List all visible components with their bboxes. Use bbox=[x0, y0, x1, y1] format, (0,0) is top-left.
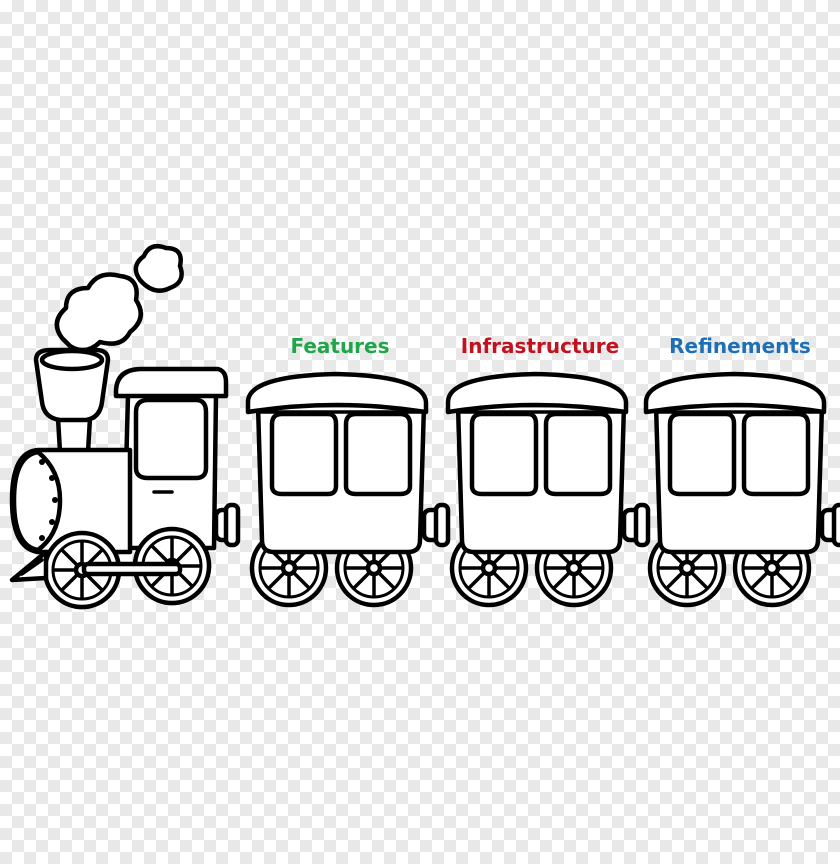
carriage-label-features: Features bbox=[290, 334, 390, 358]
carriage-3 bbox=[646, 374, 840, 605]
carriage-2 bbox=[448, 374, 648, 605]
carriage-label-infrastructure: Infrastructure bbox=[460, 334, 620, 358]
carriage-1 bbox=[248, 374, 448, 605]
carriage-label-refinements: Refinements bbox=[669, 334, 811, 358]
locomotive bbox=[9, 244, 241, 607]
smoke-puff-small bbox=[133, 244, 184, 293]
smoke-puff-large bbox=[54, 272, 144, 353]
